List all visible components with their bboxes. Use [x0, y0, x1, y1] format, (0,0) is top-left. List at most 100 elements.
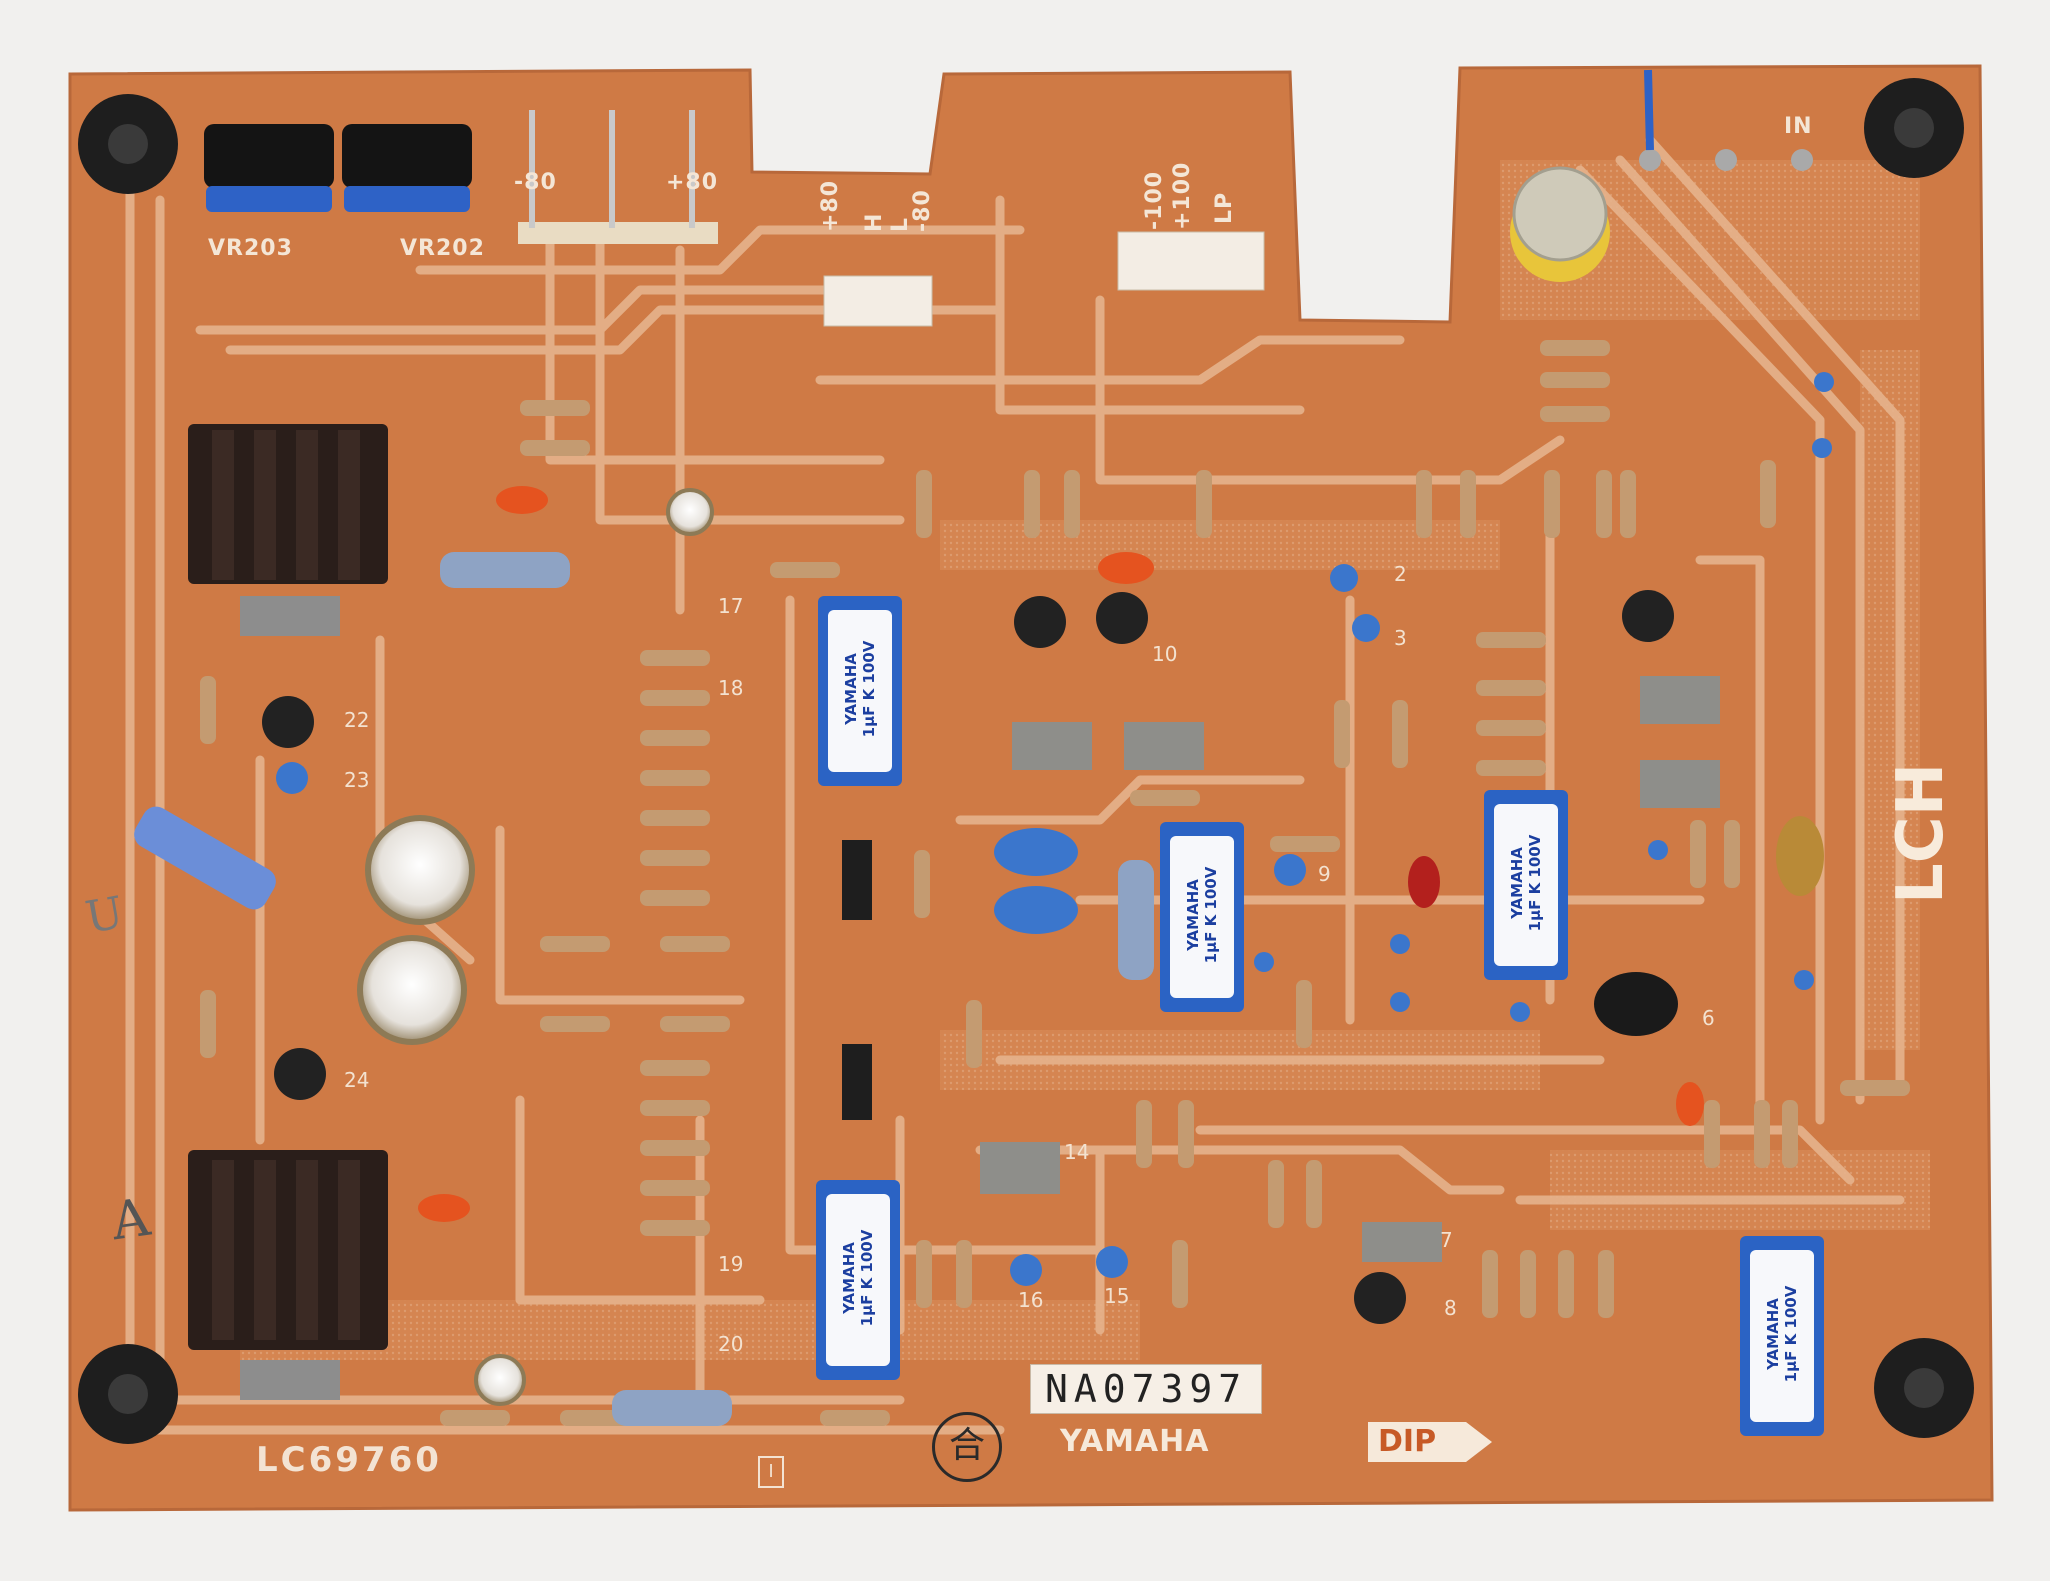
film-capacitor-brand: YAMAHA [1508, 847, 1526, 919]
resistor [1598, 1250, 1614, 1318]
ref-22: 22 [344, 708, 370, 732]
resistor [1724, 820, 1740, 888]
resistor [1840, 1080, 1910, 1096]
resistor [1476, 680, 1546, 696]
part-number-sticker: NA07397 [1030, 1364, 1263, 1414]
transistors [262, 590, 1678, 1324]
film-capacitor-brand: YAMAHA [1764, 1298, 1782, 1370]
ref-3: 3 [1394, 626, 1407, 650]
film-capacitor-spec: 1μF K 100V [860, 640, 878, 738]
resistor [1558, 1250, 1574, 1318]
resistor [966, 1000, 982, 1068]
resistor [200, 990, 216, 1058]
in-label: IN [1784, 114, 1813, 139]
heatsink-bottom [188, 1150, 388, 1400]
resistor [1704, 1100, 1720, 1168]
resistor [1476, 632, 1546, 648]
dip-arrow-icon [1368, 1422, 1492, 1462]
film-capacitor-label-area [828, 610, 892, 772]
ref-24: 24 [344, 1068, 370, 1092]
resistor [1130, 790, 1200, 806]
lp-label: LP [1212, 191, 1237, 224]
pin-header [518, 110, 718, 244]
resistor [1476, 720, 1546, 736]
resistor [1544, 470, 1560, 538]
resistor [914, 850, 930, 918]
resistor [640, 810, 710, 826]
plus80-label: +80 [666, 170, 719, 195]
minus80-connector-label: -80 [910, 189, 935, 232]
ref-16: 16 [1018, 1288, 1044, 1312]
ref-18: 18 [718, 676, 744, 700]
resistor [1476, 760, 1546, 776]
trimmer-pot-yellow [1510, 166, 1610, 282]
resistor [1268, 1160, 1284, 1228]
resistor [1540, 406, 1610, 422]
resistor [820, 1410, 890, 1426]
rectifier-diodes [842, 840, 872, 1120]
film-capacitor-label-area [1170, 836, 1234, 998]
ref-15: 15 [1104, 1284, 1130, 1308]
resistor [1136, 1100, 1152, 1168]
resistor [200, 676, 216, 744]
film-capacitor-spec: 1μF K 100V [1782, 1285, 1800, 1383]
yamaha-logo-text: YAMAHA [1060, 1424, 1210, 1459]
copper-pour [240, 160, 1930, 1360]
resistor [1306, 1160, 1322, 1228]
connector-h-l [823, 275, 933, 327]
resistor [640, 650, 710, 666]
board-code: LC69760 [256, 1440, 442, 1480]
large-resistor-mid [1118, 860, 1154, 980]
resistor [770, 562, 840, 578]
film-capacitor-brand: YAMAHA [842, 653, 860, 725]
ref-7: 7 [1440, 1228, 1453, 1252]
resistor [1596, 470, 1612, 538]
resistor [1620, 470, 1636, 538]
ref-9: 9 [1318, 862, 1331, 886]
resistor [1392, 700, 1408, 768]
resistor [660, 936, 730, 952]
plus100-label: +100 [1170, 161, 1195, 230]
ref-17: 17 [718, 594, 744, 618]
large-resistor-top [440, 552, 570, 588]
lch-label: LCH [1884, 762, 1958, 904]
resistor [1064, 470, 1080, 538]
vr202-label: VR202 [400, 236, 485, 261]
resistor [1482, 1250, 1498, 1318]
resistor [1460, 470, 1476, 538]
resistor [1270, 836, 1340, 852]
resistor [1334, 700, 1350, 768]
resistor [916, 470, 932, 538]
minus100-label: -100 [1142, 170, 1167, 230]
resistor [1296, 980, 1312, 1048]
film-capacitor-label-area [1494, 804, 1558, 966]
resistor [640, 690, 710, 706]
vr203-label: VR203 [208, 236, 293, 261]
resistor [1196, 470, 1212, 538]
ref-23: 23 [344, 768, 370, 792]
power-resistor [134, 806, 276, 910]
film-capacitor-brand: YAMAHA [1184, 879, 1202, 951]
ref-10: 10 [1152, 642, 1178, 666]
resistor [1172, 1240, 1188, 1308]
inspection-stamp: 合 [932, 1412, 1002, 1482]
heatsink-top [188, 424, 388, 636]
resistor [660, 1016, 730, 1032]
resistor [640, 1140, 710, 1156]
h-label: H [862, 212, 887, 232]
resistor [640, 890, 710, 906]
trimmer-pot-vr202 [342, 124, 472, 212]
resistor [1416, 470, 1432, 538]
resistor [1690, 820, 1706, 888]
resistor [640, 1220, 710, 1236]
resistor [956, 1240, 972, 1308]
minus80-label: -80 [514, 170, 557, 195]
resistor [1520, 1250, 1536, 1318]
resistor [1024, 470, 1040, 538]
mounting-feet [78, 78, 1974, 1444]
film-capacitor-label-area [1750, 1250, 1814, 1422]
